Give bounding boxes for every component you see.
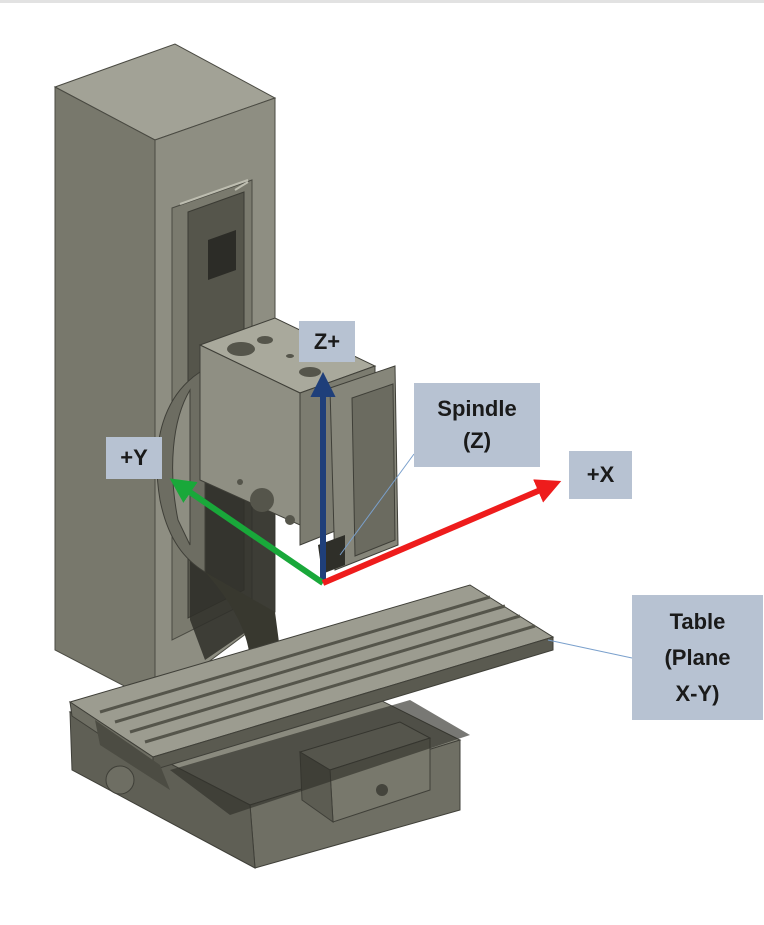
table-label-line1: Table: [669, 608, 726, 634]
leader-lines: [339, 453, 633, 659]
y-axis-label-text: +Y: [120, 445, 148, 470]
x-axis-label: +X: [569, 451, 632, 499]
y-axis-label: +Y: [106, 437, 162, 479]
table-label: Table (Plane X-Y): [632, 595, 763, 720]
z-axis-label-text: Z+: [313, 328, 341, 354]
y-axis-arrow: [169, 478, 325, 586]
table-label-line3: X-Y): [675, 680, 720, 706]
x-axis-label-text: +X: [586, 462, 615, 487]
axis-arrows: [169, 371, 562, 586]
x-axis-arrow: [321, 479, 562, 586]
spindle-leader-line: [339, 453, 415, 556]
machine-table: [68, 584, 555, 790]
machine-knee: [205, 572, 280, 660]
table-label-line2: (Plane: [664, 644, 731, 670]
spindle-label-line1: Spindle: [437, 396, 517, 421]
top-rule: [0, 0, 764, 3]
z-axis-label: Z+: [299, 321, 355, 362]
table-leader-line: [547, 639, 633, 659]
spindle-label: Spindle (Z): [414, 383, 540, 467]
spindle-label-line2: (Z): [462, 428, 492, 453]
